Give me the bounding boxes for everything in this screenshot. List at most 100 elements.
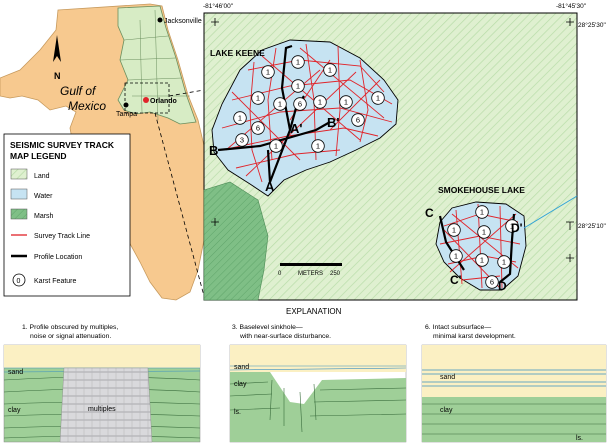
svg-text:ls.: ls. bbox=[234, 409, 241, 416]
profile-label-b-prime: B' bbox=[327, 115, 339, 130]
legend-item-marsh: Marsh bbox=[34, 213, 54, 220]
profile-label-a: A bbox=[265, 179, 275, 194]
svg-text:0: 0 bbox=[17, 278, 21, 285]
profile-a-a-prime bbox=[268, 44, 293, 183]
keene-karst-circle-15 bbox=[291, 79, 305, 93]
keene-karst-label-5: 1 bbox=[318, 98, 322, 107]
profile-b-to-a bbox=[266, 149, 272, 183]
svg-text:METERS: METERS bbox=[298, 271, 323, 277]
smokehouse-karst-label-0: 1 bbox=[480, 208, 484, 217]
keene-karst-circle-9 bbox=[251, 121, 265, 135]
smokehouse-karst-circle-0 bbox=[475, 205, 489, 219]
smokehouse-karst-label-7: 6 bbox=[490, 278, 494, 287]
profile-label-c: C bbox=[425, 206, 434, 220]
multiples-zone bbox=[59, 367, 153, 443]
svg-text:minimal karst development.: minimal karst development. bbox=[433, 333, 516, 340]
keene-karst-circle-10 bbox=[351, 113, 365, 127]
scale-bar: 0 METERS 250 bbox=[278, 263, 342, 277]
keene-karst-label-13: 1 bbox=[316, 142, 320, 151]
svg-text:1. Profile obscured by multipl: 1. Profile obscured by multiples, bbox=[22, 324, 118, 331]
tampa-dot bbox=[123, 102, 129, 108]
svg-text:3. Baselevel sinkhole—: 3. Baselevel sinkhole— bbox=[232, 324, 303, 331]
keene-karst-circle-12 bbox=[269, 139, 283, 153]
keene-karst-label-0: 1 bbox=[266, 68, 270, 77]
smokehouse-label: SMOKEHOUSE LAKE bbox=[438, 185, 525, 195]
keene-karst-label-15: 1 bbox=[296, 82, 300, 91]
svg-text:clay: clay bbox=[8, 407, 21, 414]
profile-label-a-prime: A' bbox=[290, 121, 302, 136]
svg-text:ls.: ls. bbox=[576, 435, 583, 442]
lake-keene bbox=[211, 39, 399, 197]
gulf-label-2: Mexico bbox=[68, 99, 106, 113]
main-map: -81°46'00" -81°45'30" 28°25'30" 28°25'10… bbox=[203, 2, 607, 301]
svg-text:sand: sand bbox=[8, 369, 23, 376]
svg-text:sand: sand bbox=[234, 364, 249, 371]
keene-karst-circle-4 bbox=[293, 97, 307, 111]
legend-item-land: Land bbox=[34, 173, 50, 180]
orlando-dot bbox=[143, 97, 149, 103]
keene-karst-circle-6 bbox=[339, 95, 353, 109]
profile-label-b: B bbox=[209, 143, 218, 158]
svg-text:noise or signal attenuation.: noise or signal attenuation. bbox=[30, 333, 111, 340]
keene-karst-circle-13 bbox=[311, 139, 325, 153]
smokehouse-karst-label-6: 1 bbox=[502, 258, 506, 267]
marsh-swatch-icon bbox=[10, 208, 28, 220]
leader-line-bottom bbox=[154, 112, 205, 297]
grid-ticks bbox=[211, 18, 574, 262]
coord-lat-mid: 28°25'10" bbox=[578, 222, 607, 230]
smokehouse-karst-circle-2 bbox=[477, 225, 491, 239]
smokehouse-karst-circle-5 bbox=[475, 253, 489, 267]
legend-title-2: MAP LEGEND bbox=[10, 151, 67, 161]
smokehouse-karst-label-3: 1 bbox=[510, 222, 514, 231]
leader-line-top bbox=[168, 89, 205, 97]
study-area-box bbox=[124, 82, 170, 114]
legend-item-water: Water bbox=[34, 193, 53, 200]
keene-karst-label-12: 1 bbox=[274, 142, 278, 151]
smokehouse-karst-circle-7 bbox=[485, 275, 499, 289]
keene-karst-label-9: 6 bbox=[256, 124, 260, 133]
explanation-panel-1: 1. Profile obscured by multiples, noise … bbox=[3, 324, 201, 443]
profile-label-c-prime: C' bbox=[450, 273, 462, 287]
svg-text:with near-surface disturbance.: with near-surface disturbance. bbox=[239, 333, 331, 340]
keene-karst-circle-11 bbox=[235, 133, 249, 147]
keene-karst-label-14: 1 bbox=[328, 66, 332, 75]
coord-top-right: -81°45'30" bbox=[556, 2, 587, 10]
keene-karst-label-1: 1 bbox=[296, 58, 300, 67]
keene-karst-label-8: 1 bbox=[238, 114, 242, 123]
karst-circle-icon bbox=[12, 273, 26, 287]
keene-karst-label-4: 6 bbox=[298, 100, 302, 109]
keene-karst-circle-8 bbox=[233, 111, 247, 125]
land-swatch-icon bbox=[10, 168, 28, 180]
keene-karst-circle-2 bbox=[251, 91, 265, 105]
smokehouse-karst-label-5: 1 bbox=[480, 256, 484, 265]
svg-text:sand: sand bbox=[440, 374, 455, 381]
svg-text:250: 250 bbox=[330, 271, 341, 277]
smokehouse-karst-circle-3 bbox=[505, 219, 519, 233]
jacksonville-label: Jacksonville bbox=[164, 18, 202, 25]
profile-label-d-prime: D' bbox=[511, 221, 523, 235]
svg-text:0: 0 bbox=[278, 271, 282, 277]
keene-karst-label-2: 1 bbox=[256, 94, 260, 103]
stream-line bbox=[523, 195, 578, 229]
svg-text:multiples: multiples bbox=[88, 406, 116, 413]
keene-karst-circle-5 bbox=[313, 95, 327, 109]
keene-karst-circle-3 bbox=[273, 97, 287, 111]
orlando-label: Orlando bbox=[150, 98, 177, 105]
legend-item-karst: Karst Feature bbox=[34, 278, 77, 285]
map-legend: SEISMIC SURVEY TRACK MAP LEGEND Land Wat… bbox=[3, 133, 131, 297]
smokehouse-karst-circle-1 bbox=[447, 223, 461, 237]
jacksonville-dot bbox=[157, 17, 163, 23]
marsh-area bbox=[203, 181, 269, 301]
svg-text:clay: clay bbox=[440, 407, 453, 414]
svg-text:clay: clay bbox=[234, 381, 247, 388]
smokehouse-karst-circle-4 bbox=[449, 249, 463, 263]
smokehouse-karst-circle-6 bbox=[497, 255, 511, 269]
legend-title-1: SEISMIC SURVEY TRACK bbox=[10, 140, 115, 150]
smokehouse-karst-label-2: 1 bbox=[482, 228, 486, 237]
keene-karst-circle-1 bbox=[291, 55, 305, 69]
keene-karst-label-6: 1 bbox=[344, 98, 348, 107]
lake-keene-label: LAKE KEENE bbox=[210, 48, 265, 58]
keene-karst-label-11: 3 bbox=[240, 136, 244, 145]
